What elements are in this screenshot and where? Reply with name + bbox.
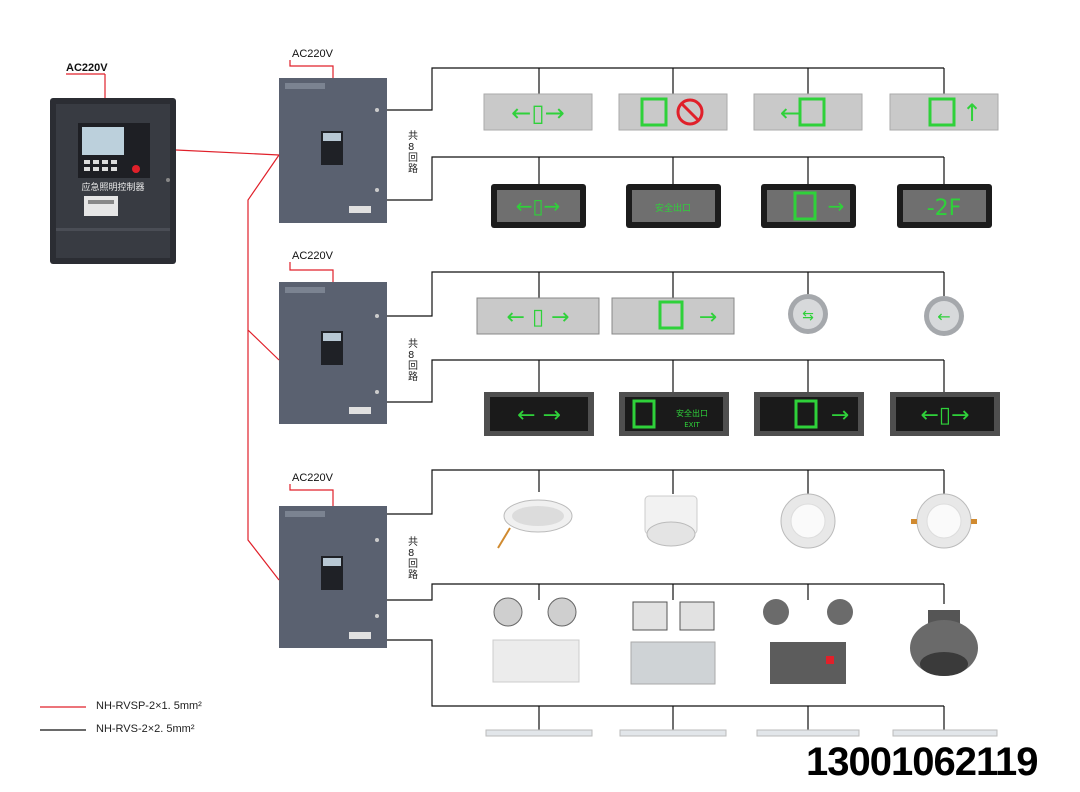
hanging-exit-sign-bidirectional: ← ▯ → xyxy=(476,297,600,335)
signal-wiring xyxy=(66,60,334,581)
svg-text:⇆: ⇆ xyxy=(802,308,814,324)
tube-light-4 xyxy=(892,729,998,737)
twin-head-emergency-light xyxy=(492,597,580,683)
svg-text:←: ← xyxy=(937,307,950,326)
power-wiring xyxy=(387,67,945,730)
safe-exit-text: 安全出口 xyxy=(655,202,691,214)
tube-light-2 xyxy=(619,729,727,737)
distribution-box-3 xyxy=(279,506,387,648)
round-sign-left: ← xyxy=(924,296,964,336)
controller-screen xyxy=(82,127,124,155)
safe-exit-text-2: 安全出口 xyxy=(676,408,708,418)
surface-downlight xyxy=(644,495,698,547)
contact-phone: 13001062119 xyxy=(806,740,1038,784)
exit-sign-left: ← xyxy=(753,93,863,131)
svg-text:←▯→: ←▯→ xyxy=(511,99,564,127)
exit-sign-no-entry xyxy=(618,93,728,131)
box-1-loops-label: 共8回路 xyxy=(408,131,418,175)
explosion-proof-sign-safe-exit: 安全出口 EXIT xyxy=(619,392,729,436)
exit-sign-box-safe-exit: 安全出口 xyxy=(626,184,721,228)
legend-label-red: NH-RVSP-2×1. 5mm² xyxy=(96,700,202,712)
svg-text:←▯→: ←▯→ xyxy=(516,194,561,218)
explosion-proof-high-bay-light xyxy=(910,610,978,676)
exit-en-text: EXIT xyxy=(684,421,700,429)
box-1-power-label: AC220V xyxy=(292,48,333,60)
recessed-downlight xyxy=(497,499,573,549)
box-3-loops-label: 共8回路 xyxy=(408,537,418,581)
svg-text:←▯→: ←▯→ xyxy=(921,403,970,428)
controller-title: 应急照明控制器 xyxy=(81,181,144,193)
svg-text:↑: ↑ xyxy=(962,99,982,127)
exit-sign-box-bidirectional: ←▯→ xyxy=(491,184,586,228)
svg-text:→: → xyxy=(831,403,849,428)
distribution-box-1 xyxy=(279,78,387,223)
exit-sign-up: ↑ xyxy=(889,93,999,131)
twin-head-emergency-light-square xyxy=(630,601,716,685)
svg-text:→: → xyxy=(828,194,845,218)
explosion-proof-sign-bidirectional: ← → xyxy=(484,392,594,436)
explosion-proof-sign-both: ←▯→ xyxy=(890,392,1000,436)
tube-light-1 xyxy=(485,729,593,737)
svg-text:→: → xyxy=(699,305,717,330)
box-3-power-label: AC220V xyxy=(292,472,333,484)
svg-text:← →: ← → xyxy=(517,403,561,428)
floor-sign-box: -2F xyxy=(897,184,992,228)
svg-text:← ▯ →: ← ▯ → xyxy=(507,305,570,330)
round-panel-light xyxy=(780,493,836,549)
emergency-lighting-controller: 应急照明控制器 xyxy=(50,98,176,264)
tube-light-3 xyxy=(756,729,860,737)
explosion-proof-sign-right: → xyxy=(754,392,864,436)
explosion-proof-emergency-light xyxy=(763,599,853,684)
round-panel-light-clips xyxy=(911,493,977,549)
hanging-exit-sign-safe-exit: → xyxy=(611,297,735,335)
exit-sign-bidirectional: ←▯→ xyxy=(483,93,593,131)
round-sign-bidirectional: ⇆ xyxy=(788,294,828,334)
distribution-box-2 xyxy=(279,282,387,424)
svg-text:←: ← xyxy=(780,99,800,127)
exit-sign-box-safe-exit-right: → xyxy=(761,184,856,228)
box-2-loops-label: 共8回路 xyxy=(408,339,418,383)
box-2-power-label: AC220V xyxy=(292,250,333,262)
floor-text: -2F xyxy=(927,196,962,221)
controller-power-label: AC220V xyxy=(66,62,108,74)
legend-label-black: NH-RVS-2×2. 5mm² xyxy=(96,723,195,735)
